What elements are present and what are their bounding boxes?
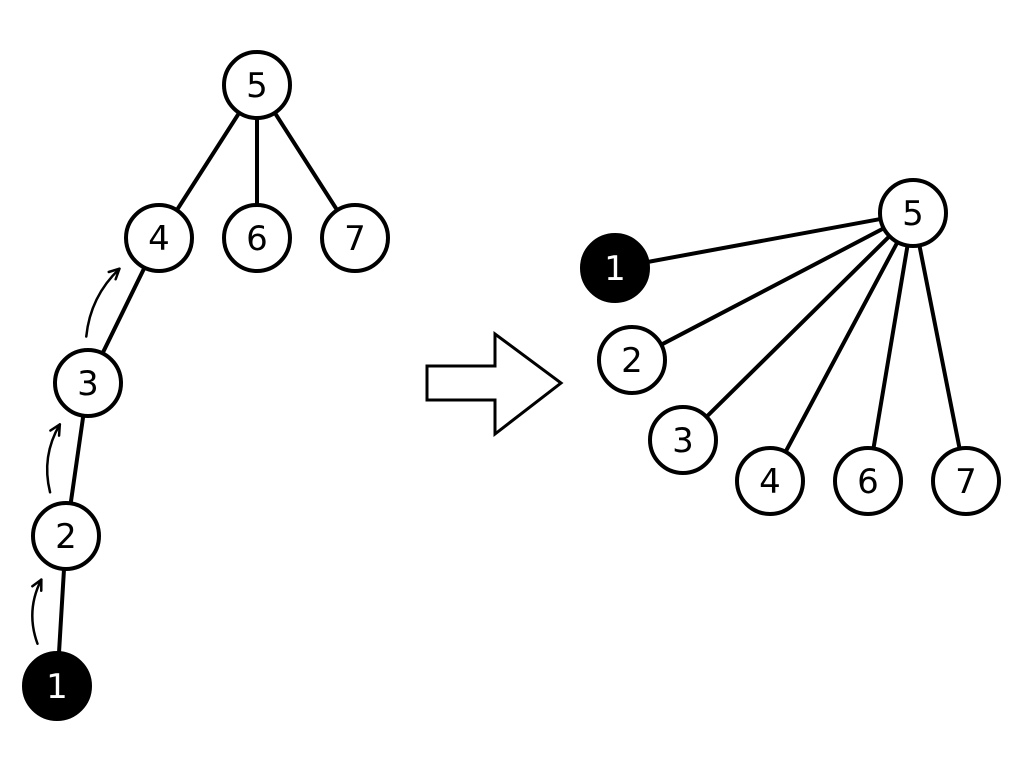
after-node-circle xyxy=(878,178,948,248)
before-node-circle xyxy=(222,50,292,120)
after-node-circle xyxy=(735,446,805,516)
before-node-circle xyxy=(124,203,194,273)
after-node-circle xyxy=(931,446,1001,516)
after-node-2: 2 xyxy=(597,325,667,395)
before-node-1: 1 xyxy=(22,651,92,721)
before-tree-nodes: 1 2 3 4 5 6 7 xyxy=(22,50,390,721)
traversal-arrow-1-2 xyxy=(31,578,43,646)
before-tree: 1 2 3 4 5 6 7 xyxy=(22,50,390,721)
before-node-label: 4 xyxy=(148,219,170,259)
after-node-circle xyxy=(833,446,903,516)
after-edge-5-2 xyxy=(630,211,915,362)
before-node-label: 2 xyxy=(55,517,77,557)
right-arrow-icon xyxy=(425,331,564,438)
after-node-label: 2 xyxy=(621,341,643,381)
after-node-label: 3 xyxy=(672,421,694,461)
before-node-label: 5 xyxy=(246,66,268,106)
after-node-label: 6 xyxy=(857,462,879,502)
traversal-arrow-3-4 xyxy=(85,267,121,338)
before-node-circle xyxy=(22,651,92,721)
before-node-2: 2 xyxy=(31,501,101,571)
before-node-circle xyxy=(53,348,123,418)
traversal-arrow-2-3 xyxy=(45,423,62,494)
after-node-1: 1 xyxy=(580,233,650,303)
after-edge-5-4 xyxy=(768,211,915,483)
before-node-label: 6 xyxy=(246,219,268,259)
after-node-label: 7 xyxy=(955,462,977,502)
before-node-label: 7 xyxy=(344,219,366,259)
after-tree-edges xyxy=(613,211,968,483)
after-node-circle xyxy=(580,233,650,303)
after-edge-5-3 xyxy=(681,211,915,442)
after-node-4: 4 xyxy=(735,446,805,516)
before-node-7: 7 xyxy=(320,203,390,273)
after-edge-5-1 xyxy=(613,211,915,270)
before-tree-traversal-arrows xyxy=(31,267,121,646)
before-node-circle xyxy=(320,203,390,273)
after-node-circle xyxy=(597,325,667,395)
after-edge-5-6 xyxy=(866,211,915,483)
before-node-3: 3 xyxy=(53,348,123,418)
before-node-6: 6 xyxy=(222,203,292,273)
after-tree-nodes: 5 1 23 4 6 7 xyxy=(580,178,1001,516)
after-node-6: 6 xyxy=(833,446,903,516)
after-tree: 5 1 23 4 6 7 xyxy=(580,178,1001,516)
before-node-5: 5 xyxy=(222,50,292,120)
after-edge-5-7 xyxy=(911,211,968,483)
before-node-circle xyxy=(31,501,101,571)
after-node-label: 1 xyxy=(604,249,626,289)
after-node-label: 4 xyxy=(759,462,781,502)
after-node-3: 3 xyxy=(648,405,718,475)
before-node-label: 3 xyxy=(77,364,99,404)
before-node-circle xyxy=(222,203,292,273)
after-node-circle xyxy=(648,405,718,475)
before-node-4: 4 xyxy=(124,203,194,273)
before-node-label: 1 xyxy=(46,667,68,707)
after-node-5: 5 xyxy=(878,178,948,248)
after-node-label: 5 xyxy=(902,194,924,234)
after-node-7: 7 xyxy=(931,446,1001,516)
